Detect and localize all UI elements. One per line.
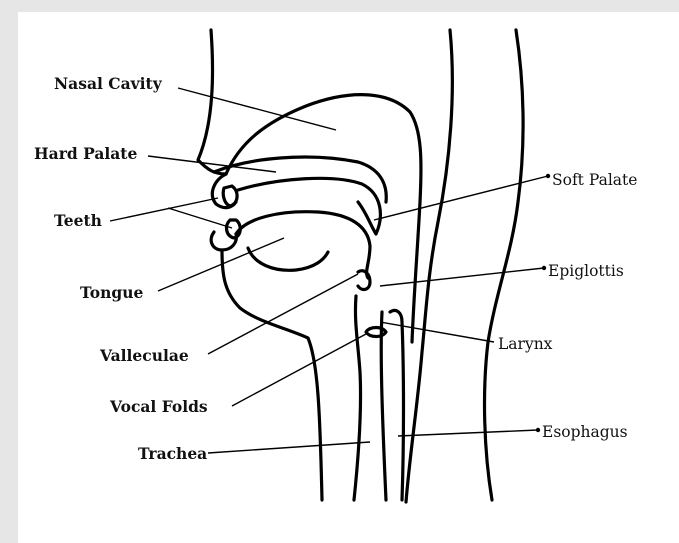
- leader-teeth-upper: [110, 198, 218, 221]
- label-epiglottis: Epiglottis: [548, 262, 624, 280]
- chin-jaw-outline: [222, 250, 322, 500]
- leader-dot-esophagus: [536, 428, 540, 432]
- label-valleculae: Valleculae: [99, 346, 189, 365]
- leader-trachea: [208, 442, 370, 453]
- label-esophagus: Esophagus: [542, 423, 628, 441]
- label-nasal-cavity: Nasal Cavity: [54, 74, 163, 93]
- epiglottis-outline: [358, 271, 370, 290]
- leader-vocal-folds: [232, 334, 366, 406]
- upper-tooth-outline: [223, 186, 237, 206]
- leader-teeth-lower: [168, 208, 232, 228]
- anatomy-outlines: [198, 30, 523, 502]
- label-trachea: Trachea: [138, 444, 207, 463]
- trachea-front-outline: [354, 296, 361, 500]
- leader-dot-soft-palate: [546, 174, 550, 178]
- label-vocal-folds: Vocal Folds: [109, 397, 208, 416]
- label-larynx: Larynx: [498, 335, 553, 353]
- esophagus-outline: [390, 310, 404, 500]
- label-teeth: Teeth: [54, 211, 102, 230]
- leader-nasal-cavity: [178, 88, 336, 130]
- leader-larynx: [380, 322, 494, 342]
- lower-lip-outline: [211, 232, 236, 250]
- label-hard-palate: Hard Palate: [34, 144, 137, 163]
- leader-dot-epiglottis: [542, 266, 546, 270]
- face-outline: [198, 30, 226, 174]
- head-neck-cross-section-diagram: Nasal Cavity Hard Palate Teeth Tongue Va…: [18, 12, 679, 543]
- pharynx-back-wall-outline: [406, 30, 452, 502]
- leader-esophagus: [398, 430, 538, 436]
- leader-soft-palate: [374, 176, 548, 220]
- leader-valleculae: [208, 274, 358, 354]
- trachea-back-outline: [381, 312, 386, 500]
- label-tongue: Tongue: [80, 283, 143, 302]
- diagram-frame: Nasal Cavity Hard Palate Teeth Tongue Va…: [18, 12, 679, 543]
- labels: Nasal Cavity Hard Palate Teeth Tongue Va…: [34, 74, 637, 463]
- label-soft-palate: Soft Palate: [552, 171, 637, 189]
- tongue-inner-outline: [248, 248, 328, 270]
- back-of-head-outline: [485, 30, 524, 500]
- leader-epiglottis: [380, 268, 544, 286]
